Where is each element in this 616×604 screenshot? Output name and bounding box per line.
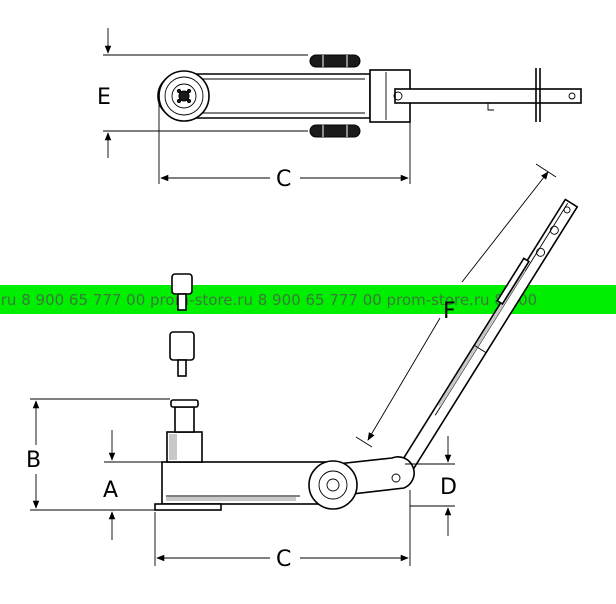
label-B: B [26,448,41,473]
watermark-text: .ru 8 900 65 777 00 prom-store.ru 8 900 … [0,291,537,309]
label-C-bottom: C [276,547,291,572]
top-view: E C [97,28,582,192]
top-handle-rod [394,88,582,104]
dimension-C-top: C [158,100,411,192]
side-wheel [308,460,358,510]
top-saddle [158,70,210,122]
dimension-F: F [355,163,557,448]
handle-tube [389,198,579,488]
dimension-D: D [405,436,457,536]
label-D: D [440,475,457,500]
label-E: E [97,85,111,110]
base-plate [154,503,222,511]
label-A: A [103,478,118,503]
extension-piece-lower [169,331,195,377]
side-view: B A D F [26,163,579,572]
dimension-E: E [97,28,308,158]
dimension-B: B [26,398,170,511]
dimension-A: A [103,430,162,540]
saddle [170,399,199,408]
dimension-C-bottom: C [154,490,411,572]
label-F: F [443,299,456,324]
label-C-top: C [276,167,291,192]
top-wheel-upper [309,54,361,68]
extension-piece-upper [171,273,193,311]
handle-assembly [389,198,579,488]
cylinder-ram [166,399,203,463]
top-wheel-lower [309,124,361,138]
arm-pivot [391,473,401,483]
